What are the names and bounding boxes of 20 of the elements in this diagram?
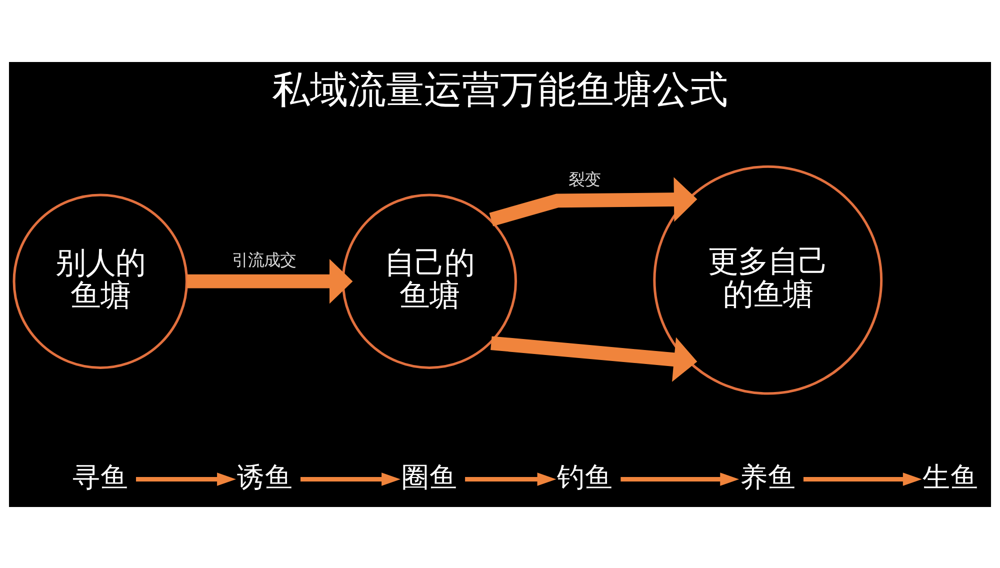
arrow bbox=[803, 472, 922, 486]
node-text: 生鱼 bbox=[922, 460, 979, 493]
arrow bbox=[620, 472, 740, 486]
edge-label: 裂变 bbox=[568, 169, 601, 188]
node-text: 诱鱼 bbox=[236, 460, 293, 493]
arrow bbox=[490, 336, 698, 382]
node-circle: 自己的鱼塘 bbox=[342, 193, 518, 368]
node-circle: 更多自己的鱼塘 bbox=[653, 164, 883, 394]
node-text: 钓鱼 bbox=[557, 460, 614, 493]
node-text: 养鱼 bbox=[740, 460, 796, 493]
arrow bbox=[300, 472, 401, 486]
arrow bbox=[489, 176, 698, 226]
edge-label: 引流成交 bbox=[232, 250, 296, 269]
node-circle: 别人的鱼塘 bbox=[12, 193, 188, 368]
arrow bbox=[136, 472, 236, 486]
node-text: 圈鱼 bbox=[401, 460, 458, 493]
arrow bbox=[465, 472, 556, 486]
node-text: 寻鱼 bbox=[72, 460, 128, 493]
arrow bbox=[186, 258, 353, 304]
diagram-title: 私域流量运营万能鱼塘公式 bbox=[272, 66, 728, 111]
